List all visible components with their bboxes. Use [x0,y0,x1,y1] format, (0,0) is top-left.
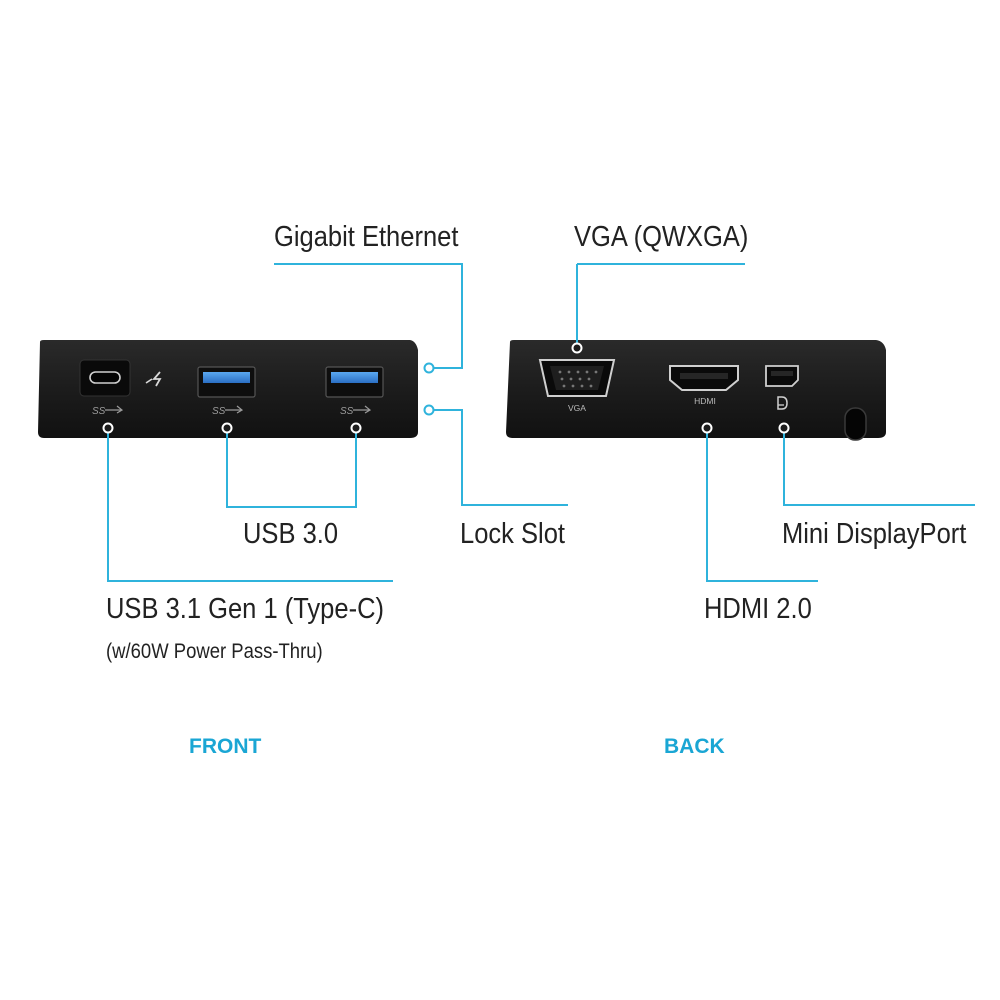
dot-gigabit-ethernet [423,362,435,374]
dot-usb-a-1 [221,422,233,434]
label-mini-displayport: Mini DisplayPort [782,518,967,550]
vga-port [538,359,616,397]
lightning-icon [145,371,162,387]
back-device: VGA HDMI [506,340,886,441]
dot-usb-a-2 [350,422,362,434]
dot-mini-displayport [778,422,790,434]
dot-hdmi [701,422,713,434]
callout-line-usb-3-0 [226,430,357,508]
mini-displayport-port [765,365,799,387]
label-vga-qwxga: VGA (QWXGA) [574,221,749,253]
label-usb-3-0: USB 3.0 [243,518,339,550]
lock-slot-port [844,407,867,441]
callout-line-usb-3-1 [107,430,393,582]
label-gigabit-ethernet: Gigabit Ethernet [274,221,459,253]
section-back: BACK [664,735,725,758]
callout-line-hdmi [706,430,818,582]
ss-usb-marking-3: SS [340,406,354,417]
usb-a-port-2 [325,366,384,398]
callout-line-mini-displayport [783,430,975,506]
callout-dots [102,342,790,434]
dot-vga [571,342,583,354]
front-device: SS SS SS [38,340,418,438]
usb-c-port [79,359,131,397]
vga-port-marking: VGA [568,403,586,413]
label-usb-3-1: USB 3.1 Gen 1 (Type-C) [106,593,384,625]
section-front: FRONT [189,735,262,758]
ss-usb-marking-2: SS [212,406,226,417]
callout-line-lock-slot [432,409,568,506]
dot-lock-slot [423,404,435,416]
displayport-icon [777,396,788,410]
callout-lines [107,263,975,582]
hdmi-port [669,365,739,391]
label-lock-slot: Lock Slot [460,518,565,550]
ss-usb-marking-1: SS [92,406,106,417]
callout-line-gigabit-ethernet [274,263,463,369]
label-hdmi-2-0: HDMI 2.0 [704,593,812,625]
label-power-pass-thru: (w/60W Power Pass-Thru) [106,640,323,663]
dot-usb-c [102,422,114,434]
usb-a-port-1 [197,366,256,398]
hdmi-port-marking: HDMI [694,396,716,406]
